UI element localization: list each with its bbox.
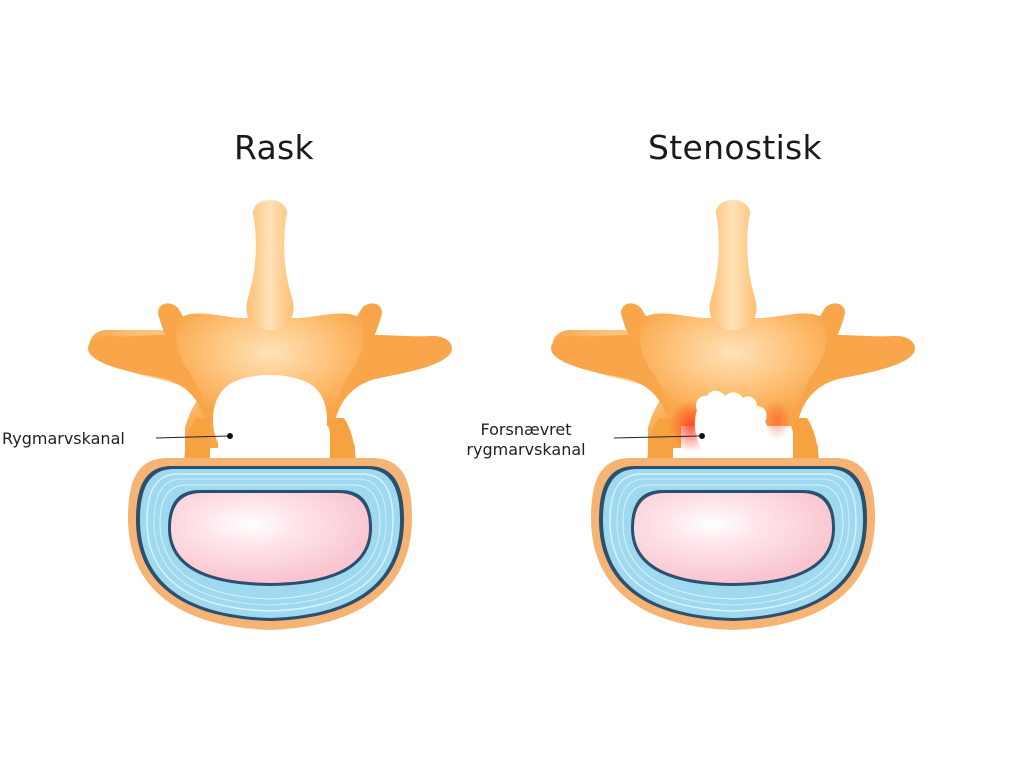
callout-line-left: [155, 435, 230, 439]
callout-label-healthy: Rygmarvskanal: [2, 429, 125, 449]
stenosis-inflammation-right: [763, 400, 791, 440]
callout-line-right: [613, 435, 701, 439]
callout-text-line1: Forsnævret: [480, 420, 572, 439]
callout-text: Rygmarvskanal: [2, 429, 125, 448]
healthy-vertebra: [88, 200, 452, 631]
stenotic-vertebra: [551, 200, 915, 631]
callout-dot-right: [699, 433, 705, 439]
callout-label-stenotic: Forsnævret rygmarvskanal: [440, 420, 612, 460]
callout-text-line2: rygmarvskanal: [466, 440, 586, 459]
panel-title-healthy: Rask: [234, 128, 314, 167]
panel-title-stenotic: Stenostisk: [648, 128, 822, 167]
callout-dot-left: [227, 433, 233, 439]
narrowed-spinal-canal: [694, 390, 769, 451]
spinal-canal: [212, 375, 328, 450]
